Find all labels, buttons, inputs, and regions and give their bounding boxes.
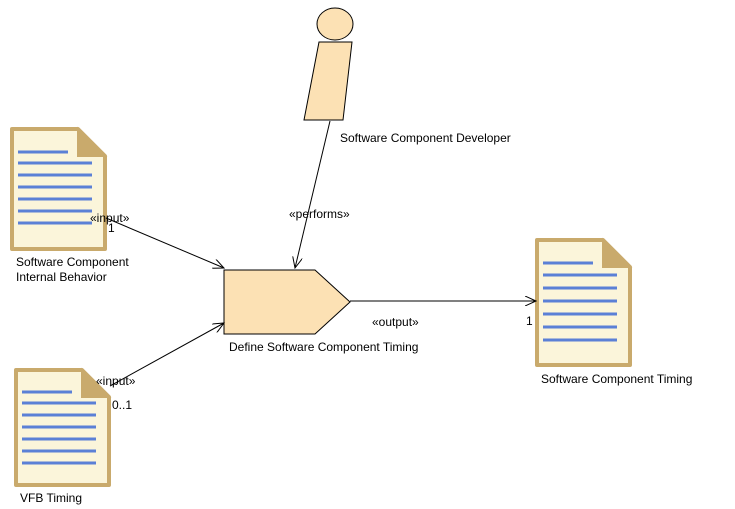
doc-fold [77, 126, 108, 157]
role-icon[interactable] [303, 7, 354, 121]
input-stereotype-2: «input» [96, 374, 136, 388]
input-doc-internal-behavior[interactable] [10, 126, 108, 251]
doc-fold [602, 237, 633, 268]
doc-text-lines [18, 150, 92, 225]
role-label: Software Component Developer [340, 131, 511, 145]
role-head [316, 7, 354, 41]
input-stereotype-1: «input» [90, 211, 130, 225]
role-body [303, 41, 353, 121]
doc-text-lines [22, 390, 96, 465]
output-multiplicity: 1 [526, 314, 533, 328]
work-product-document-icon [10, 127, 107, 251]
output-label: Software Component Timing [541, 372, 692, 386]
input-connector-vfb[interactable] [109, 323, 224, 387]
performs-stereotype: «performs» [289, 207, 350, 221]
input-label-vfb: VFB Timing [20, 491, 82, 505]
input-multiplicity-2: 0..1 [112, 398, 132, 412]
task-label: Define Software Component Timing [229, 340, 418, 354]
task-icon[interactable] [223, 269, 351, 335]
input-label-line2: Internal Behavior [16, 270, 107, 284]
doc-text-lines [543, 261, 617, 342]
input-label-line1: Software Component [16, 255, 129, 269]
doc-fold [81, 367, 112, 398]
input-doc-vfb-timing[interactable] [14, 367, 112, 487]
input-multiplicity-1: 1 [108, 221, 115, 235]
input-connector-internal-behavior[interactable] [105, 217, 224, 268]
output-stereotype: «output» [372, 315, 419, 329]
output-doc-timing[interactable] [535, 237, 633, 367]
performs-connector[interactable] [295, 120, 331, 268]
